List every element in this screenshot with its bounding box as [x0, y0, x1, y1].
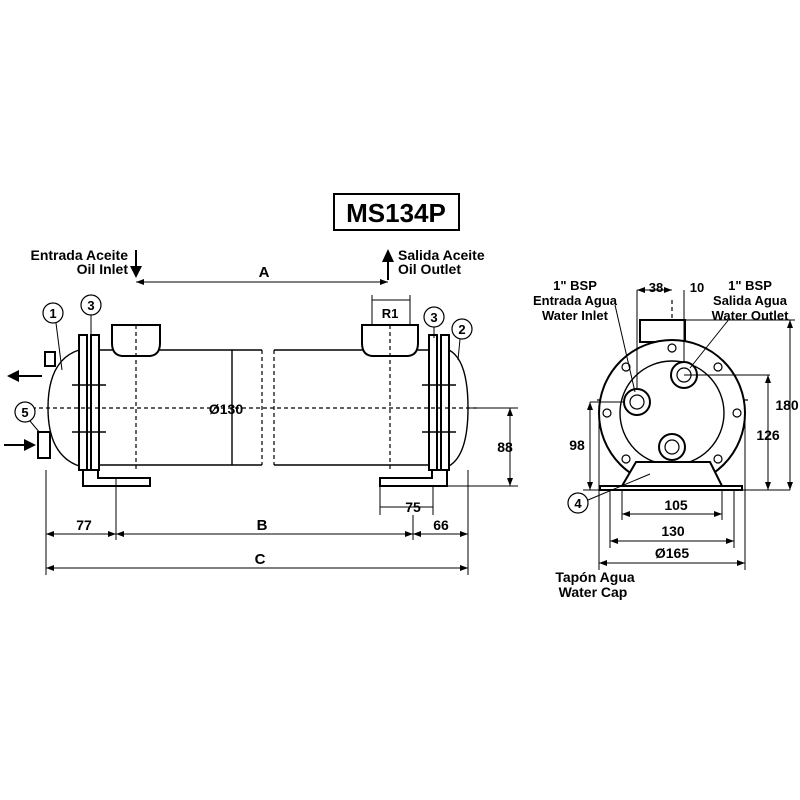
right-flange-outer	[440, 334, 450, 471]
left-drain	[37, 431, 51, 459]
left-vent	[44, 351, 56, 367]
water-cap-en: Water Cap	[559, 584, 628, 600]
water-cap-es: Tapón Agua	[555, 569, 635, 585]
dim-10: 10	[690, 280, 704, 295]
dim-98: 98	[569, 437, 585, 453]
right-foot	[379, 469, 448, 487]
dim-77: 77	[76, 517, 92, 533]
svg-text:1: 1	[49, 306, 56, 321]
svg-text:5: 5	[21, 405, 28, 420]
callout-2: 2	[451, 318, 473, 361]
dim-130: 130	[661, 523, 685, 539]
callout-1: 1	[42, 302, 64, 371]
dim-diameter-body: Ø130	[209, 401, 243, 417]
dim-R1: R1	[382, 306, 399, 321]
water-cap-port	[658, 433, 686, 461]
water-outlet-es: Salida Agua	[713, 293, 788, 308]
left-flange-outer	[78, 334, 88, 471]
svg-text:2: 2	[458, 322, 465, 337]
title: MS134P	[346, 198, 446, 228]
right-head	[448, 349, 469, 467]
oil-outlet-es: Salida Aceite	[398, 247, 485, 263]
water-inlet-size: 1" BSP	[553, 278, 597, 293]
callout-3-right: 3	[423, 306, 445, 338]
svg-text:3: 3	[430, 310, 437, 325]
water-outlet-size: 1" BSP	[728, 278, 772, 293]
water-inlet-port	[623, 388, 651, 416]
water-inlet-en: Water Inlet	[542, 308, 609, 323]
svg-text:3: 3	[87, 298, 94, 313]
dim-C: C	[255, 551, 266, 568]
oil-outlet-en: Oil Outlet	[398, 261, 461, 277]
water-inlet-es: Entrada Agua	[533, 293, 618, 308]
dim-diameter-165: Ø165	[655, 545, 689, 561]
oil-inlet-en: Oil Inlet	[77, 261, 129, 277]
dim-105: 105	[664, 497, 688, 513]
svg-text:4: 4	[574, 496, 582, 511]
title-box	[333, 193, 460, 231]
end-view-top-port	[639, 319, 686, 343]
dim-88: 88	[497, 439, 513, 455]
dim-A: A	[259, 264, 270, 281]
callout-3-left: 3	[80, 294, 102, 335]
dim-126: 126	[756, 427, 780, 443]
dim-180: 180	[775, 397, 799, 413]
water-outlet-en: Water Outlet	[712, 308, 789, 323]
callout-4: 4	[567, 473, 651, 514]
dim-75: 75	[405, 499, 421, 515]
callout-5: 5	[14, 401, 41, 434]
right-flange-inner	[428, 334, 438, 471]
dim-38: 38	[649, 280, 663, 295]
dim-66: 66	[433, 517, 449, 533]
oil-inlet-es: Entrada Aceite	[30, 247, 128, 263]
left-flange-inner	[90, 334, 100, 471]
dim-B: B	[257, 517, 268, 534]
